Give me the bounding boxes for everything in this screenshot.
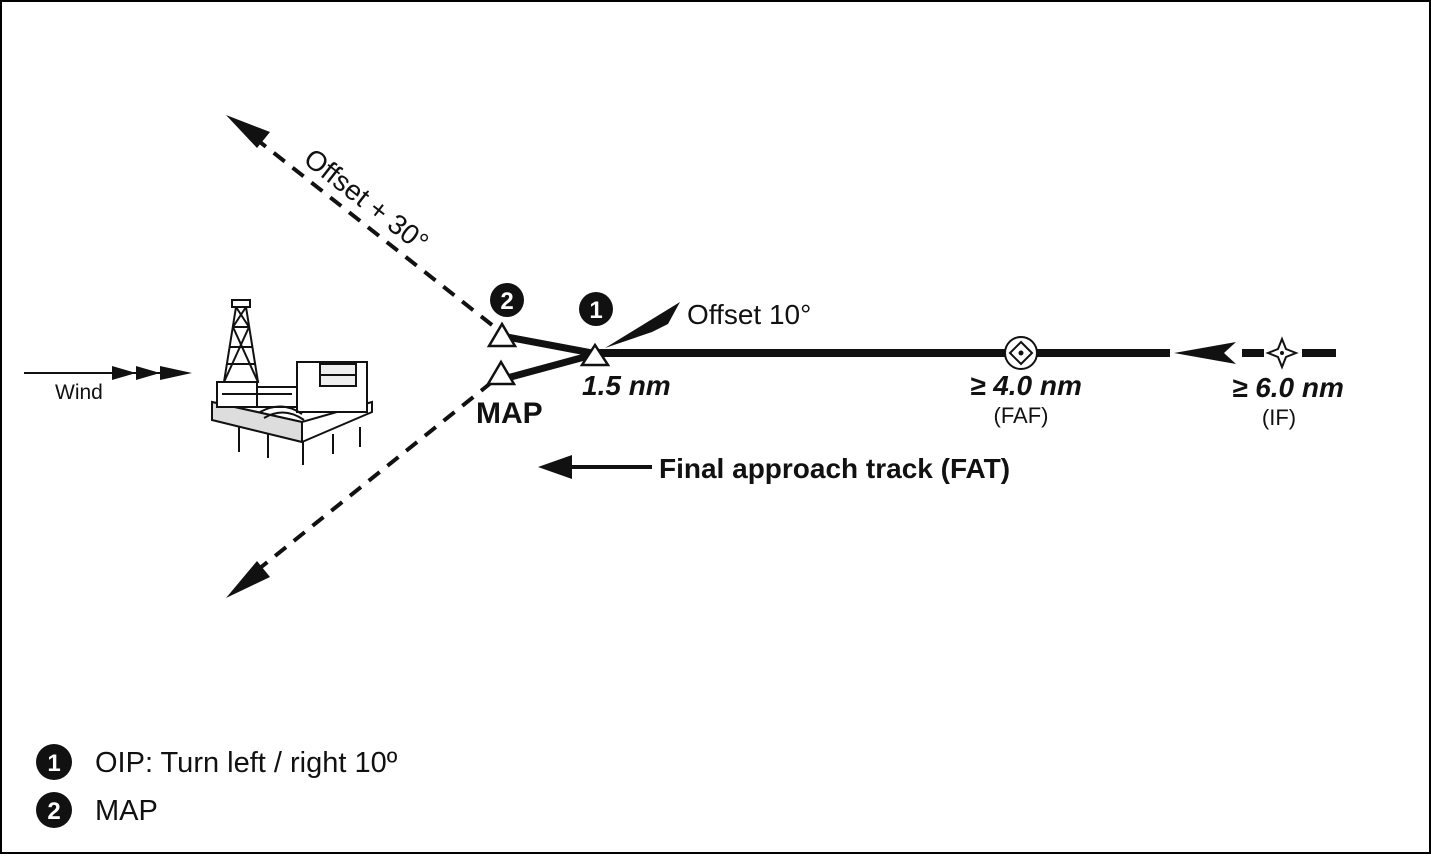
legend-marker-number: 1 — [47, 750, 60, 777]
if-waypoint-icon — [1265, 336, 1299, 370]
offset-10-arrow — [605, 302, 680, 348]
marker-1-icon: 1 — [579, 292, 613, 326]
offset-leg-upper — [501, 332, 593, 357]
marker-1-number: 1 — [589, 297, 602, 324]
faf-distance-label: ≥ 4.0 nm — [970, 370, 1082, 401]
marker-2-number: 2 — [500, 288, 513, 315]
marker-2-icon: 2 — [490, 283, 524, 317]
legend-item: 2 MAP — [36, 792, 158, 828]
inbound-arrow — [1174, 342, 1336, 364]
faf-fix-icon — [1004, 336, 1038, 370]
wind-arrow — [24, 366, 192, 380]
map-triangle-upper-icon — [486, 321, 518, 348]
if-distance-label: ≥ 6.0 nm — [1232, 372, 1344, 403]
oil-platform-icon — [211, 299, 373, 465]
offset-30-label: Offset + 30° — [298, 142, 434, 258]
map-label: MAP — [476, 397, 543, 430]
oip-triangle-icon — [579, 342, 611, 367]
fat-direction-arrow — [538, 455, 652, 479]
legend-item: 1 OIP: Turn left / right 10º — [36, 744, 398, 780]
offset-30-track-lower — [226, 380, 494, 598]
fat-label: Final approach track (FAT) — [659, 453, 1010, 484]
legend-item-text: OIP: Turn left / right 10º — [95, 747, 398, 779]
wind-label: Wind — [55, 381, 103, 404]
oip-distance-label: 1.5 nm — [582, 370, 671, 401]
offset-leg-lower — [506, 351, 593, 382]
legend-marker-number: 2 — [47, 798, 60, 825]
legend-item-text: MAP — [95, 795, 158, 827]
if-label: (IF) — [1262, 405, 1296, 430]
legend: 1 OIP: Turn left / right 10º 2 MAP — [36, 744, 398, 828]
map-triangle-lower-icon — [485, 359, 517, 386]
offset-30-track-upper — [226, 115, 494, 327]
offset-10-label: Offset 10° — [687, 299, 811, 330]
faf-label: (FAF) — [994, 403, 1049, 428]
